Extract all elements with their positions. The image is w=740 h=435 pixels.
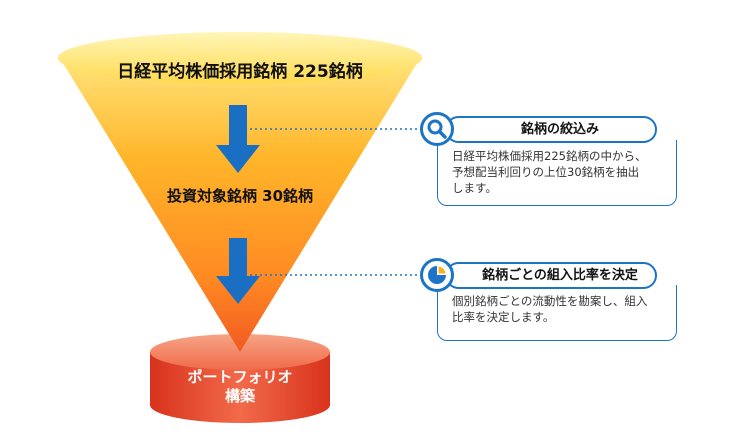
callout-1-text-line3: します。 — [452, 181, 497, 195]
funnel-mid-label: 投資対象銘柄 30銘柄 — [166, 187, 314, 205]
funnel-top-rim — [58, 32, 422, 84]
callout-1-body: 日経平均株価採用225銘柄の中から、 予想配当利回りの上位30銘柄を抽出 します… — [437, 140, 677, 206]
portfolio-base-label: ポートフォリオ 構築 — [160, 368, 320, 406]
base-label-line2: 構築 — [224, 387, 255, 405]
callout-2-text-line2: 比率を決定します。 — [452, 310, 555, 324]
base-label-line1: ポートフォリオ — [187, 368, 293, 386]
callout-1-text-line1: 日経平均株価採用225銘柄の中から、 — [452, 149, 647, 163]
callout-2-body: 個別銘柄ごとの流動性を勘案し、組入 比率を決定します。 — [437, 285, 677, 341]
search-icon — [420, 112, 454, 146]
arrow-down-2 — [216, 238, 260, 304]
arrow-down-1 — [216, 105, 260, 173]
pie-chart-icon — [420, 258, 454, 292]
callout-1-text-line2: 予想配当利回りの上位30銘柄を抽出 — [452, 165, 640, 179]
callout-2-text-line1: 個別銘柄ごとの流動性を勘案し、組入 — [452, 294, 648, 308]
callout-1-title: 銘柄の絞込み — [445, 116, 657, 143]
callout-2-title: 銘柄ごとの組入比率を決定 — [445, 262, 657, 289]
funnel-top-label: 日経平均株価採用銘柄 225銘柄 — [117, 62, 363, 82]
